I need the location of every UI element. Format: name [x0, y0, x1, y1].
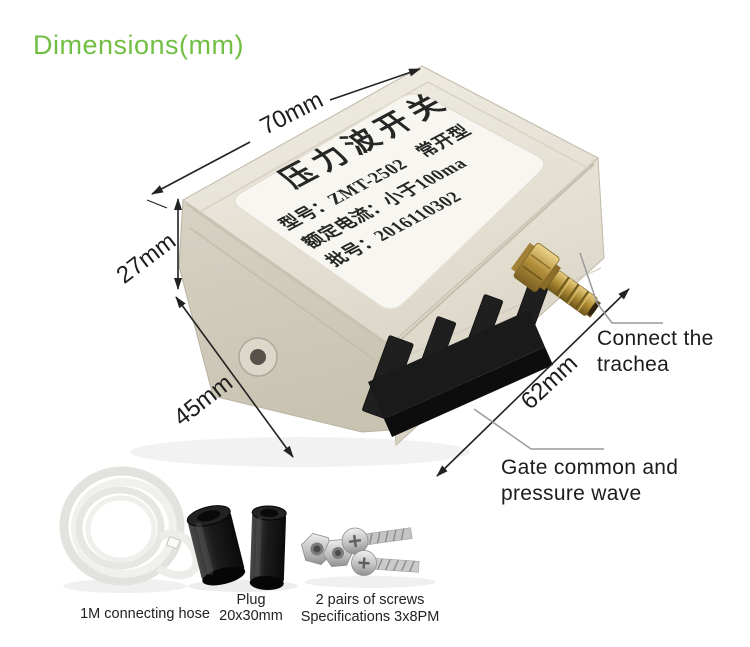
- callout-connect-trachea: Connect the trachea: [597, 326, 714, 378]
- leader-lines: [473, 252, 663, 450]
- callout-trachea-line2: trachea: [597, 353, 670, 376]
- dimension-27mm: 27mm: [112, 228, 182, 290]
- hose-coil: [59, 466, 201, 586]
- dim-line-62mm: [436, 288, 630, 477]
- page-title: Dimensions(mm): [33, 30, 245, 60]
- dim-line-70mm-b: [329, 68, 421, 101]
- leader-gate: [473, 408, 604, 450]
- callout-gate-line2: pressure wave: [501, 482, 642, 505]
- dim-line-70mm-a: [151, 141, 251, 195]
- screw-2: [351, 550, 420, 576]
- leader-trachea: [579, 252, 663, 324]
- caption-screws: 2 pairs of screws Specifications 3x8PM: [286, 592, 454, 626]
- caption-screws-line1: 2 pairs of screws: [315, 592, 425, 608]
- plug-1: [186, 505, 246, 586]
- callout-trachea-line1: Connect the: [597, 327, 714, 350]
- caption-hose-text: 1M connecting hose: [80, 606, 210, 622]
- caption-plug-line1: Plug: [236, 592, 266, 608]
- screw-1: [341, 527, 413, 555]
- callout-gate-common: Gate common and pressure wave: [501, 455, 678, 507]
- caption-plug-line2: 20x30mm: [219, 608, 283, 624]
- caption-screws-line2: Specifications 3x8PM: [300, 609, 440, 625]
- screws-and-nuts: [301, 527, 420, 576]
- plug-2: [249, 505, 287, 590]
- caption-hose: 1M connecting hose: [40, 606, 250, 622]
- device-label-plate: [234, 93, 545, 310]
- callout-gate-line1: Gate common and: [501, 456, 679, 479]
- dimension-lines: [146, 68, 630, 477]
- dimension-45mm: 45mm: [169, 369, 238, 431]
- dim-line-45mm: [175, 296, 294, 458]
- flange-hole: [238, 337, 278, 377]
- caption-plug: Plug 20x30mm: [198, 592, 304, 624]
